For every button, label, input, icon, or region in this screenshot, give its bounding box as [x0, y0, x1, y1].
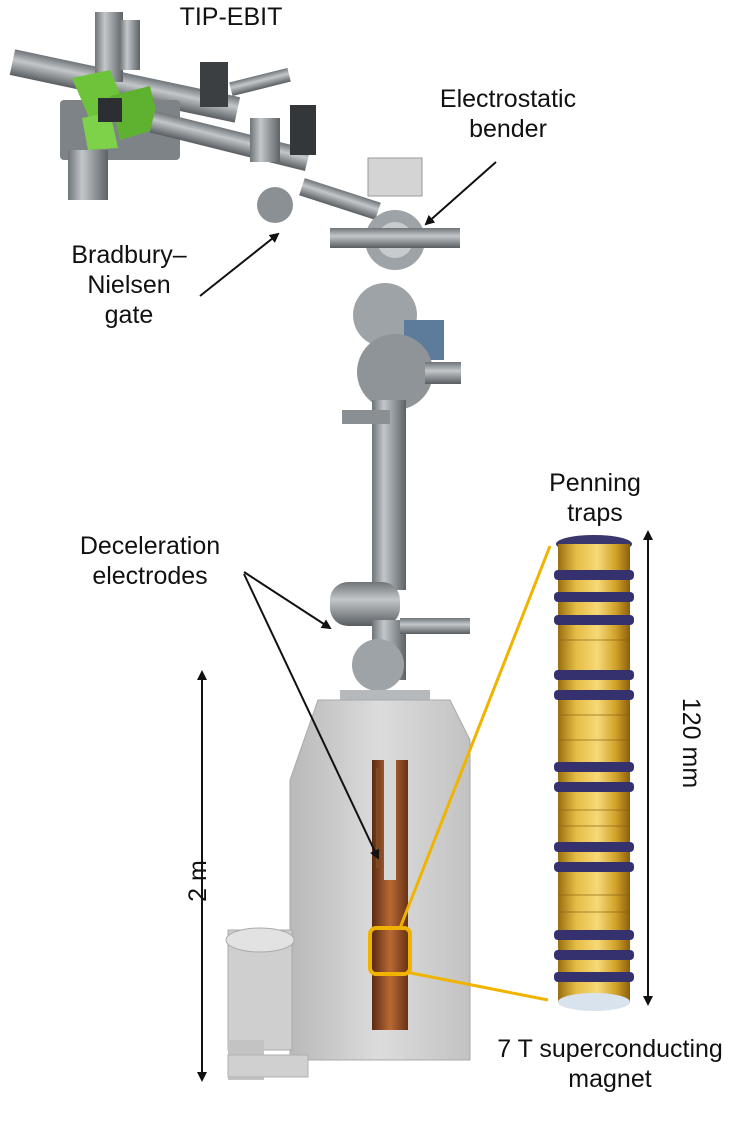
bradbury-arrow [199, 232, 280, 297]
penning-label-line: Penning [549, 469, 641, 497]
decel-label-line: Deceleration [79, 532, 221, 560]
beamline [330, 157, 470, 750]
magnet-label: 7 T superconducting magnet [474, 1034, 746, 1094]
tip-ebit-label: TIP-EBIT [179, 3, 283, 31]
tip-ebit-apparatus [9, 12, 381, 223]
penning-traps-label: Penning traps [532, 468, 658, 528]
decel-arrow-upper [243, 571, 332, 630]
bradbury-label-line: gate [104, 301, 154, 329]
bender-arrow [424, 161, 497, 226]
magnet-label-line: 7 T superconducting [497, 1035, 723, 1063]
penning-label-line: traps [567, 499, 623, 527]
bender-label-line: bender [469, 115, 547, 143]
bradbury-label-line: Nielsen [87, 271, 171, 299]
decel-arrow-lower [243, 573, 380, 860]
ebit-green-magnet [72, 70, 160, 150]
bradbury-label-line: Bradbury– [71, 241, 187, 269]
trap-length-label: 120 mm [677, 697, 705, 789]
trap-highlight [368, 545, 552, 1002]
penning-trap-stack [554, 535, 634, 1011]
deceleration-electrodes-label: Deceleration electrodes [40, 531, 260, 591]
bradbury-nielsen-gate-label: Bradbury– Nielsen gate [44, 240, 214, 330]
decel-label-line: electrodes [92, 562, 208, 590]
trap-rings [554, 570, 634, 982]
height-scale-label: 2 m [184, 860, 212, 902]
electrostatic-bender-label: Electrostatic bender [410, 84, 606, 144]
annotation-arrows [197, 161, 653, 1082]
bender-label-line: Electrostatic [439, 85, 577, 113]
magnet-label-line: magnet [568, 1065, 652, 1093]
superconducting-magnet [225, 699, 471, 1080]
